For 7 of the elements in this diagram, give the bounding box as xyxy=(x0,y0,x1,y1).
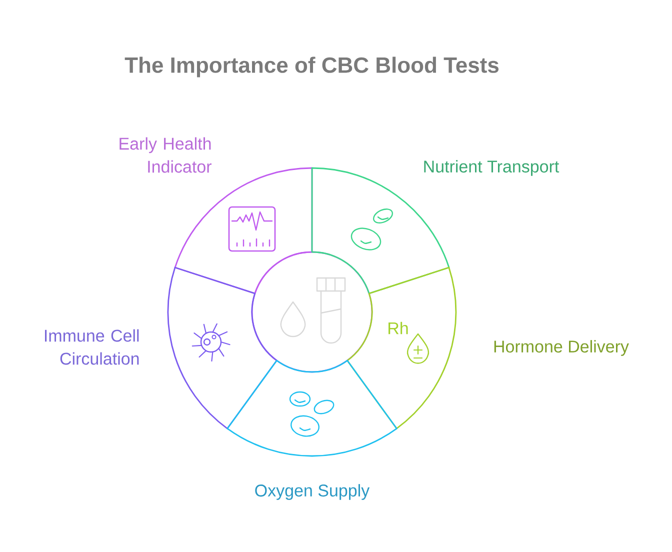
segment-label: Early Health Indicator xyxy=(120,137,212,173)
segment-label: Hormone Delivery xyxy=(494,340,629,356)
segment-label: Immune Cell Circulation xyxy=(45,329,139,365)
segment-label: Oxygen Supply xyxy=(255,484,370,500)
title: The Importance of CBC Blood Tests xyxy=(124,56,499,78)
rh-label: Rh xyxy=(388,322,408,334)
segment-label: Nutrient Transport xyxy=(424,160,560,176)
